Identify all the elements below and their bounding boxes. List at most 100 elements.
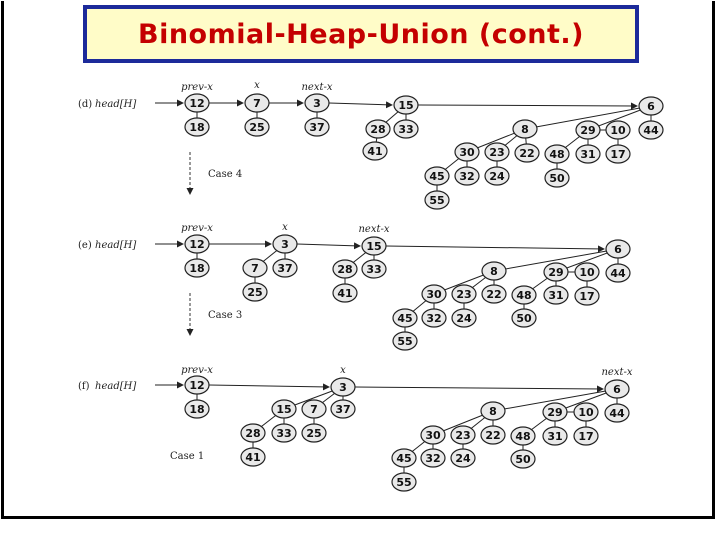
heap-node-key: 44 <box>610 267 626 280</box>
heap-node <box>391 472 417 492</box>
heap-node <box>542 402 568 422</box>
heap-node-key: 44 <box>609 407 625 420</box>
heap-node <box>451 308 477 328</box>
heap-node-key: 18 <box>189 403 204 416</box>
heap-node-key: 30 <box>426 288 442 301</box>
heap-node <box>361 236 387 256</box>
heap-node <box>450 425 476 445</box>
heap-node <box>605 263 631 283</box>
heap-node-key: 32 <box>425 452 440 465</box>
heap-node <box>184 117 210 137</box>
root-list-arrow <box>417 102 638 110</box>
heap-node-key: 24 <box>456 312 472 325</box>
heap-node <box>184 234 210 254</box>
tree-edge <box>524 105 652 130</box>
heap-node <box>454 142 480 162</box>
heap-node-key: 6 <box>613 383 621 396</box>
tree-edge <box>493 248 619 272</box>
prev-x-label: prev-x <box>181 223 213 234</box>
heap-node-key: 41 <box>337 287 352 300</box>
heap-node-key: 6 <box>614 243 622 256</box>
heap-node-key: 22 <box>485 429 500 442</box>
heap-node-key: 50 <box>516 312 532 325</box>
title-banner: Binomial-Heap-Union (cont.) <box>83 5 639 63</box>
panel-label: (d) <box>78 99 92 110</box>
heap-node <box>301 423 327 443</box>
heap-node <box>244 93 270 113</box>
heap-node-key: 50 <box>515 453 531 466</box>
heap-node <box>638 120 664 140</box>
slide-title: Binomial-Heap-Union (cont.) <box>137 18 585 50</box>
root-list-arrow <box>208 383 330 391</box>
heap-node <box>484 142 510 162</box>
heap-node-key: 10 <box>578 406 594 419</box>
heap-node-key: 30 <box>459 146 475 159</box>
heap-node-key: 12 <box>189 97 204 110</box>
heap-node-key: 29 <box>547 406 562 419</box>
heap-node <box>240 423 266 443</box>
heap-node <box>304 117 330 137</box>
heap-node <box>424 190 450 210</box>
case-label: Case 4 <box>208 169 242 180</box>
heap-node-key: 55 <box>397 335 412 348</box>
heap-node <box>574 286 600 306</box>
heap-node-key: 29 <box>580 124 595 137</box>
heap-node <box>454 166 480 186</box>
heap-node-key: 28 <box>245 427 260 440</box>
heap-node <box>391 448 417 468</box>
next-x-label: next-x <box>601 367 632 378</box>
heap-node <box>638 96 664 116</box>
heap-node <box>365 119 391 139</box>
heap-node <box>240 447 266 467</box>
heap-node-key: 3 <box>339 381 347 394</box>
heap-node-key: 44 <box>643 124 659 137</box>
heap-node <box>604 379 630 399</box>
heap-node <box>575 120 601 140</box>
head-label: head[H] <box>95 240 136 251</box>
heap-node-key: 23 <box>456 288 471 301</box>
heap-node <box>481 284 507 304</box>
root-list-arrow <box>296 242 361 250</box>
heap-node-key: 12 <box>189 238 204 251</box>
head-label: head[H] <box>95 381 136 392</box>
heap-node <box>184 399 210 419</box>
heap-node-key: 25 <box>249 121 264 134</box>
heap-node <box>574 262 600 282</box>
heap-node-key: 7 <box>251 262 259 275</box>
head-label: head[H] <box>95 99 136 110</box>
heap-node-key: 37 <box>277 262 292 275</box>
heap-node <box>332 283 358 303</box>
heap-node-key: 31 <box>547 430 562 443</box>
next-x-label: next-x <box>301 82 332 93</box>
heap-node <box>573 426 599 446</box>
root-list-arrow <box>354 385 604 393</box>
heap-node-key: 22 <box>519 147 534 160</box>
prev-x-label: prev-x <box>181 365 213 376</box>
heap-node <box>392 308 418 328</box>
heap-node-key: 28 <box>370 123 385 136</box>
heap-node <box>512 119 538 139</box>
heap-node <box>451 284 477 304</box>
heap-node-key: 18 <box>189 121 204 134</box>
heap-node <box>272 234 298 254</box>
heap-node <box>480 425 506 445</box>
heap-node-key: 55 <box>396 476 411 489</box>
heap-node <box>393 119 419 139</box>
heap-node-key: 24 <box>455 452 471 465</box>
heap-node <box>184 258 210 278</box>
heap-node <box>242 258 268 278</box>
x-label: x <box>254 80 260 91</box>
heap-node-key: 17 <box>610 148 625 161</box>
panel-label: (f) <box>78 381 90 392</box>
heap-node <box>544 144 570 164</box>
heap-node <box>244 117 270 137</box>
heap-node <box>605 144 631 164</box>
heap-node <box>543 285 569 305</box>
heap-node-key: 48 <box>549 148 564 161</box>
heap-node-key: 55 <box>429 194 444 207</box>
heap-node <box>301 399 327 419</box>
heap-node-key: 17 <box>579 290 594 303</box>
heap-node-key: 3 <box>281 238 289 251</box>
heap-node-key: 45 <box>429 170 444 183</box>
heap-node <box>575 144 601 164</box>
